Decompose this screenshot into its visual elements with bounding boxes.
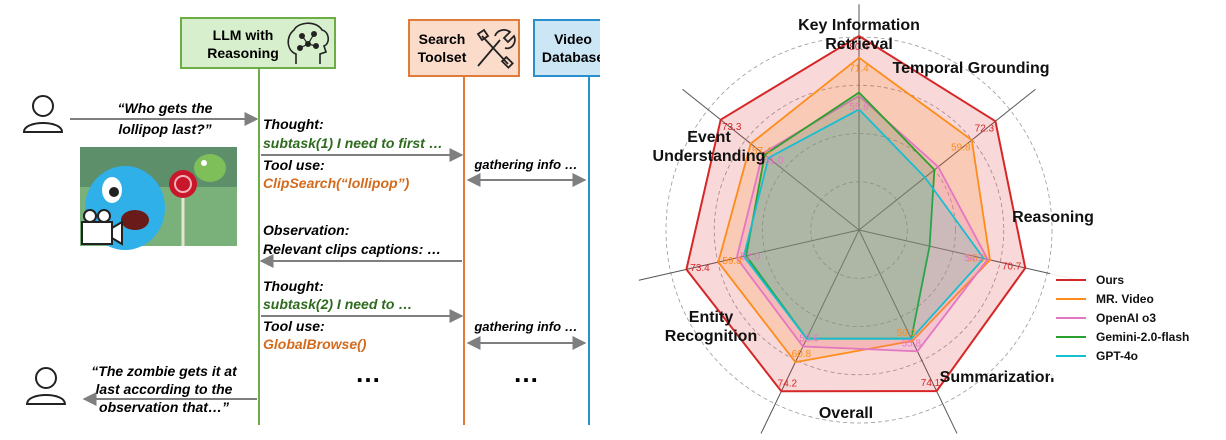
llm-label-line1: LLM with <box>213 27 274 43</box>
tool1-text: ClipSearch(“lollipop”) <box>263 175 410 191</box>
thought2-label: Thought: <box>263 278 324 294</box>
data-label-17: 52.0 <box>741 252 761 263</box>
answer-line2: last according to the <box>96 381 233 397</box>
axis-spoke-1 <box>858 88 1036 231</box>
data-label-8: 59.8 <box>951 142 971 153</box>
legend-label-2: OpenAI o3 <box>1096 311 1156 325</box>
axis-spoke-3 <box>858 229 958 434</box>
legend-label-3: Gemini-2.0-flash <box>1096 330 1189 344</box>
legend-label-0: Ours <box>1096 273 1124 287</box>
video-lane-header: Video Database <box>533 19 600 77</box>
data-label-14: 54.7 <box>964 253 984 264</box>
legend-label-4: GPT-4o <box>1096 349 1138 363</box>
data-label-9: 55.7 <box>967 254 987 265</box>
observation-text: Relevant clips captions: … <box>263 241 441 257</box>
tool2-label: Tool use: <box>263 318 325 334</box>
brain-icon <box>287 22 330 64</box>
gather2-text: gathering info … <box>473 319 577 334</box>
grid-circle-3 <box>665 36 1053 424</box>
tools-icon <box>476 28 516 69</box>
user-icon-bottom <box>25 367 67 405</box>
data-label-18: 51.0 <box>764 156 784 167</box>
video-label-line2: Database <box>542 49 600 65</box>
question-line2: lollipop last?” <box>118 121 211 137</box>
series-polygon-gpt-4o <box>742 108 985 340</box>
gather1-text: gathering info … <box>473 157 577 172</box>
answer-line3: observation that…” <box>99 399 229 415</box>
llm-label-line2: Reasoning <box>207 45 279 61</box>
ellipsis-search: … <box>513 358 539 388</box>
data-label-15: 55.8 <box>902 338 922 349</box>
thought1-text: subtask(1) I need to first … <box>263 135 443 151</box>
observation-label: Observation: <box>263 222 349 238</box>
data-label-16: 53.6 <box>799 334 819 345</box>
radar-chart: 80.4 72.3 70.7 74.1 74.2 73.4 73.3 71.4 59.8 55.7… <box>638 4 1218 434</box>
workflow-diagram: LLM with Reasoning Search Toolset Video … <box>22 17 600 425</box>
data-label-3: 74.1 <box>921 378 941 389</box>
axis-label-2: Reasoning <box>1012 209 1094 226</box>
data-label-1: 72.3 <box>975 124 995 135</box>
video-label-line1: Video <box>554 31 592 47</box>
data-label-7: 71.4 <box>849 64 869 75</box>
data-label-0: 80.4 <box>849 42 869 53</box>
video-thumbnail <box>80 147 237 250</box>
axis-label-4: Overall <box>819 405 873 422</box>
legend-label-1: MR. Video <box>1096 292 1154 306</box>
axis-spoke-2 <box>858 229 1080 281</box>
data-label-2: 70.7 <box>1002 262 1022 273</box>
axis-spoke-6 <box>682 88 860 231</box>
tool1-label: Tool use: <box>263 157 325 173</box>
data-label-19: 50.0 <box>897 328 917 339</box>
data-label-11: 59.8 <box>722 256 742 267</box>
radar-series <box>685 34 1027 393</box>
ellipsis-llm: … <box>355 358 381 388</box>
answer-line1: “The zombie gets it at <box>91 363 238 379</box>
radar-grid <box>638 4 1080 434</box>
user-icon <box>22 95 64 133</box>
radar-data-labels: 80.4 72.3 70.7 74.1 74.2 73.4 73.3 71.4 59.8 55.7… <box>690 42 1022 389</box>
data-label-6: 73.3 <box>722 122 742 133</box>
legend-box <box>1050 266 1218 378</box>
tool2-text: GlobalBrowse() <box>263 336 367 352</box>
data-label-13: 55.6 <box>849 102 869 113</box>
data-label-12: 57.4 <box>752 146 772 157</box>
thought2-text: subtask(2) I need to … <box>263 296 412 312</box>
axis-spoke-4 <box>760 229 860 434</box>
video-camera-icon <box>81 209 123 246</box>
search-label-line1: Search <box>419 31 466 47</box>
data-label-10: 60.8 <box>792 349 812 360</box>
thought1-label: Thought: <box>263 116 324 132</box>
data-label-5: 73.4 <box>690 263 710 274</box>
axis-label-1: Temporal Grounding <box>892 60 1049 77</box>
grid-circle-1 <box>762 133 956 327</box>
axis-spoke-5 <box>638 229 860 281</box>
data-label-4: 74.2 <box>778 378 798 389</box>
search-label-line2: Toolset <box>418 49 467 65</box>
llm-lane-header: LLM with Reasoning <box>180 17 336 69</box>
question-line1: “Who gets the <box>118 100 213 116</box>
search-lane-header: Search Toolset <box>408 19 520 77</box>
axis-label-3: Summarization <box>940 369 1055 386</box>
